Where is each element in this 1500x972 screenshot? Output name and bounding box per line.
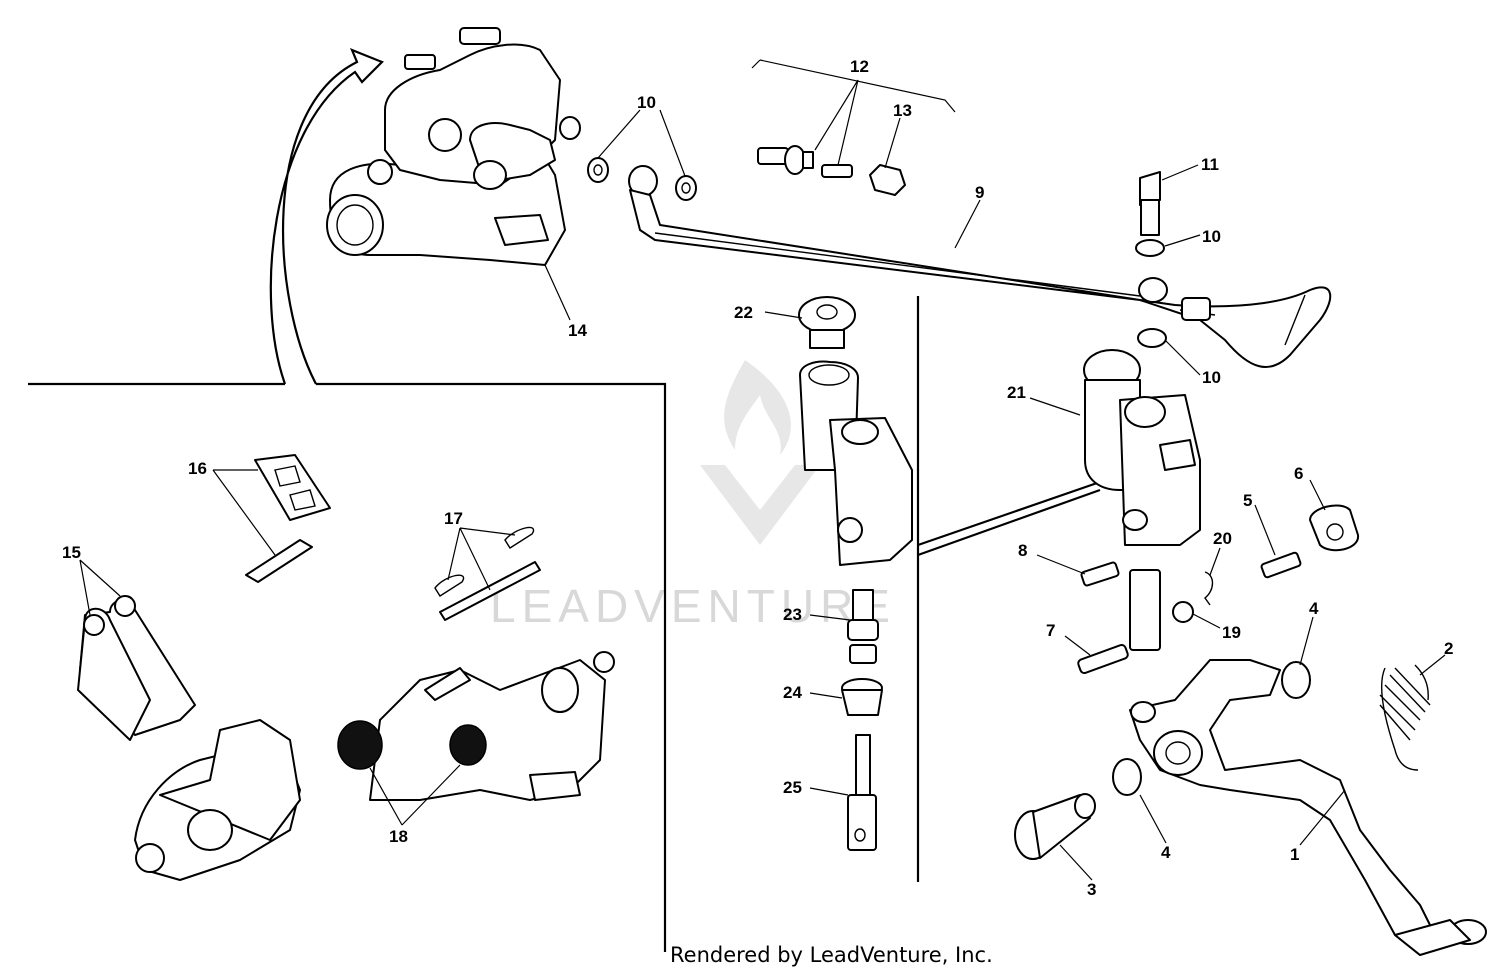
o-ring-upper xyxy=(1281,661,1311,699)
callout-6: 6 xyxy=(1294,464,1303,483)
pad-spring xyxy=(245,454,331,583)
bracket-12 xyxy=(751,59,956,113)
callout-10-lower-right: 10 xyxy=(1202,368,1221,387)
callout-labels: 1 2 3 4 4 5 6 7 8 9 10 10 10 11 12 13 14… xyxy=(62,57,1453,899)
cotter-pin-20 xyxy=(1204,571,1214,606)
rod-clevis xyxy=(1129,569,1161,651)
callout-14: 14 xyxy=(568,321,587,340)
callout-10-upper-right: 10 xyxy=(1202,227,1221,246)
callout-4-upper: 4 xyxy=(1309,599,1319,618)
bolt-8 xyxy=(1080,561,1120,587)
callout-10-top: 10 xyxy=(637,93,656,112)
pin-7 xyxy=(1077,643,1129,675)
callout-19: 19 xyxy=(1222,623,1241,642)
callout-18: 18 xyxy=(389,827,408,846)
callout-16: 16 xyxy=(188,459,207,478)
callout-4-lower: 4 xyxy=(1161,843,1171,862)
push-rod-parts xyxy=(841,589,883,851)
washer-top-left xyxy=(587,157,609,183)
callout-8: 8 xyxy=(1018,541,1027,560)
leader-lines xyxy=(79,79,1446,881)
washer-top-right xyxy=(675,175,697,201)
callout-13: 13 xyxy=(893,101,912,120)
callout-2: 2 xyxy=(1444,639,1453,658)
callout-24: 24 xyxy=(783,683,802,702)
o-ring-lower xyxy=(1112,758,1142,796)
return-spring xyxy=(1379,664,1431,771)
caliper-detail xyxy=(134,651,615,881)
callout-7: 7 xyxy=(1046,621,1055,640)
inset-arrow xyxy=(269,48,384,385)
watermark-text: LEADVENTURE xyxy=(490,580,896,632)
watermark-logo xyxy=(700,360,820,545)
pivot-bolt xyxy=(1014,793,1096,860)
brake-pedal xyxy=(1129,659,1487,956)
brake-pads xyxy=(77,595,196,741)
spacer-6 xyxy=(1309,504,1359,552)
reservoir-assembly xyxy=(798,296,913,566)
callout-3: 3 xyxy=(1087,880,1096,899)
bolt-5 xyxy=(1260,551,1302,579)
rear-brake-caliper xyxy=(326,27,581,266)
pad-pins xyxy=(434,526,541,621)
credit-text: Rendered by LeadVenture, Inc. xyxy=(670,943,993,967)
bolt-11 xyxy=(1135,171,1167,348)
washer-19 xyxy=(1172,601,1194,623)
detail-wedge xyxy=(917,480,1101,557)
callout-23: 23 xyxy=(783,605,802,624)
inset-frame xyxy=(28,382,667,952)
callout-1: 1 xyxy=(1290,845,1299,864)
callout-20: 20 xyxy=(1213,529,1232,548)
callout-15: 15 xyxy=(62,543,81,562)
callout-22: 22 xyxy=(734,303,753,322)
callout-21: 21 xyxy=(1007,383,1026,402)
callout-25: 25 xyxy=(783,778,802,797)
callout-9: 9 xyxy=(975,183,984,202)
banjo-bolt-assembly xyxy=(757,145,906,196)
master-cylinder xyxy=(1083,349,1201,546)
brake-hose xyxy=(628,165,1332,368)
callout-17: 17 xyxy=(444,509,463,528)
callout-11: 11 xyxy=(1201,155,1219,174)
callout-12: 12 xyxy=(850,57,869,76)
callout-5: 5 xyxy=(1243,491,1252,510)
